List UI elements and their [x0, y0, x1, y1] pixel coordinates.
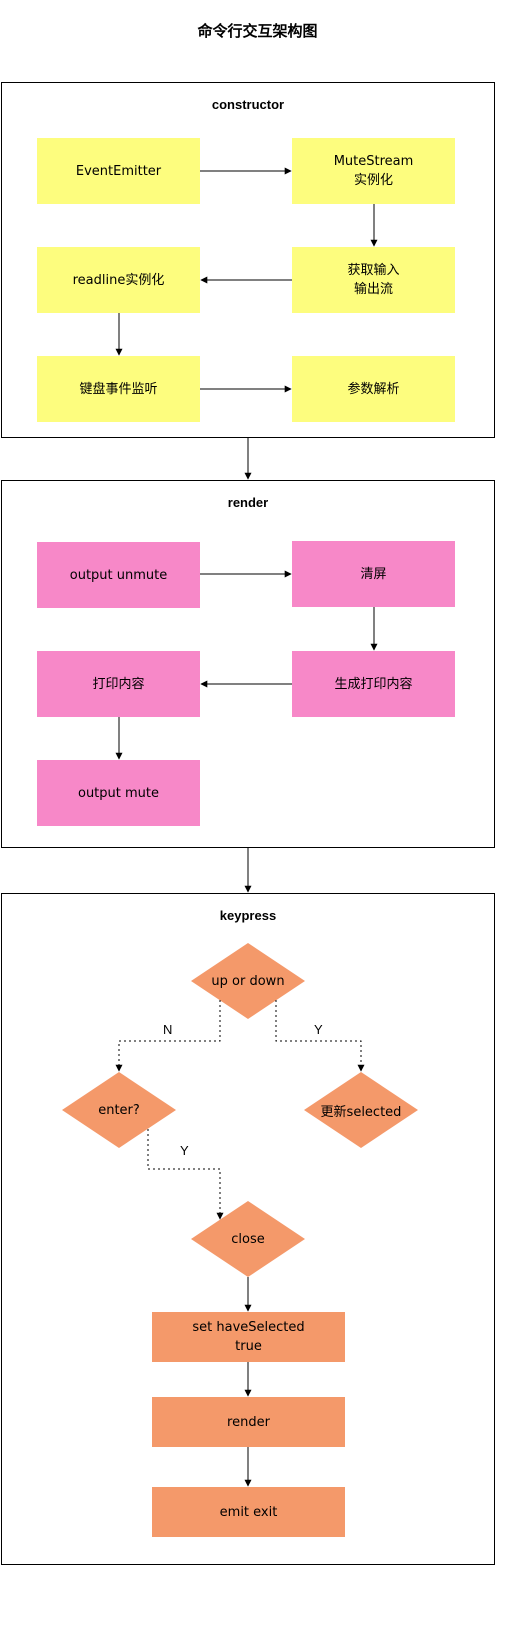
edge-label-yes-update: Y [312, 1022, 325, 1037]
node-set-have-selected[interactable]: set haveSelected true [152, 1312, 345, 1362]
node-gen-content[interactable]: 生成打印内容 [292, 651, 455, 717]
node-readline[interactable]: readline实例化 [37, 247, 200, 313]
node-event-emitter[interactable]: EventEmitter [37, 138, 200, 204]
edge-updown-no-to-enter [115, 1000, 221, 1072]
node-mute-stream[interactable]: MuteStream 实例化 [292, 138, 455, 204]
node-emit-exit[interactable]: emit exit [152, 1487, 345, 1537]
node-enter: enter? [98, 1102, 140, 1118]
node-update-selected: 更新selected [320, 1104, 402, 1120]
edge-updown-yes-to-update [275, 1000, 365, 1072]
diamond-close[interactable] [191, 1201, 305, 1277]
edge-enter-yes-to-close [147, 1129, 224, 1220]
node-output-mute[interactable]: output mute [37, 760, 200, 826]
diamond-update-selected[interactable] [304, 1072, 418, 1148]
node-parse-args[interactable]: 参数解析 [292, 356, 455, 422]
group-render-title: render [227, 495, 269, 510]
node-output-unmute[interactable]: output unmute [37, 542, 200, 608]
node-get-io-stream[interactable]: 获取输入 输出流 [292, 247, 455, 313]
node-close: close [231, 1231, 265, 1247]
node-render[interactable]: render [152, 1397, 345, 1447]
node-keyboard-listen[interactable]: 键盘事件监听 [37, 356, 200, 422]
node-clear-screen[interactable]: 清屏 [292, 541, 455, 607]
edge-label-no: N [161, 1022, 175, 1037]
group-constructor-title: constructor [211, 97, 285, 112]
node-print-content[interactable]: 打印内容 [37, 651, 200, 717]
diagram-title: 命令行交互架构图 [197, 22, 318, 40]
node-up-or-down: up or down [211, 973, 285, 989]
group-keypress-title: keypress [219, 908, 277, 923]
edge-label-yes-close: Y [178, 1143, 191, 1158]
